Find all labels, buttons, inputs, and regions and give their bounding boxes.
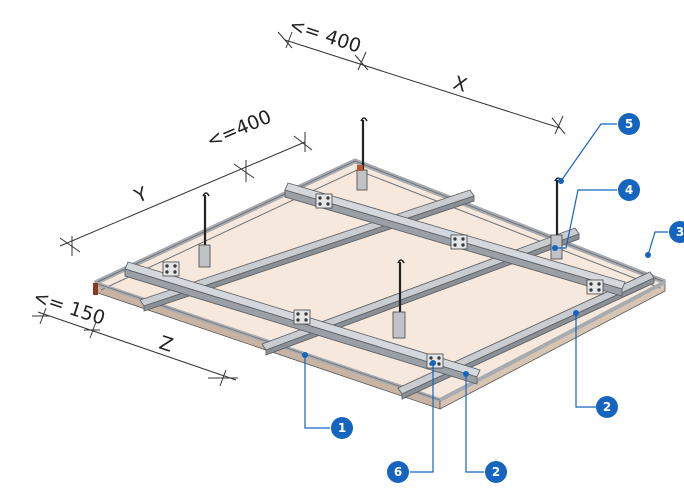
dim-y-label: Y: [130, 183, 151, 208]
connector-2: [450, 234, 468, 250]
callout-2-right-label: 2: [603, 400, 611, 414]
callout-leader-dots: [302, 178, 651, 377]
dimension-lines: [32, 31, 566, 387]
connector-5: [293, 309, 311, 325]
callout-2-right: 2: [596, 396, 618, 418]
callout-6: 6: [387, 461, 409, 483]
connector-1: [315, 193, 333, 209]
hanger-4: [392, 259, 406, 339]
dim-y-limit: <=400: [203, 106, 274, 153]
callout-3: 3: [669, 221, 684, 243]
callout-4-label: 4: [625, 183, 633, 197]
callout-2-bottom: 2: [485, 461, 507, 483]
connector-3: [586, 279, 604, 295]
dim-x-label: X: [450, 72, 469, 97]
frame-corner-marker: [93, 283, 98, 295]
callout-5: 5: [618, 113, 640, 135]
callout-5-label: 5: [625, 117, 633, 131]
hanger-2: [198, 192, 211, 268]
dim-x-limit: <= 400: [286, 14, 363, 58]
connector-4: [162, 261, 180, 277]
callout-leaders: [304, 123, 668, 473]
callout-4: 4: [618, 179, 640, 201]
callout-6-label: 6: [394, 465, 402, 479]
hanger-1: [356, 117, 368, 191]
callout-2-bottom-label: 2: [492, 465, 500, 479]
callout-3-label: 3: [676, 225, 684, 239]
dim-z-label: Z: [156, 332, 175, 357]
callout-1-label: 1: [338, 421, 346, 435]
callout-1: 1: [331, 417, 353, 439]
